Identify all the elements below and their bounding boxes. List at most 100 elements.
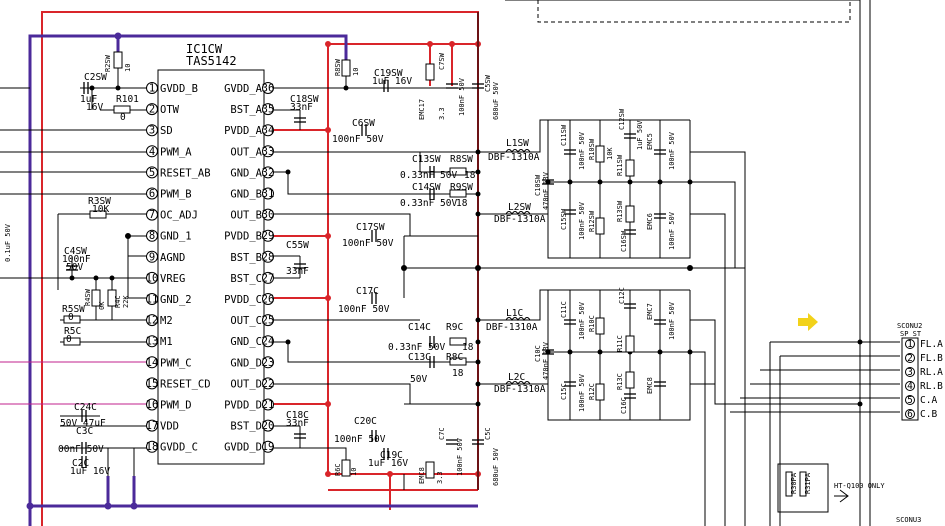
ic-right-pin-name: PVDD_A (224, 125, 263, 137)
ic-right-pin-circle (262, 145, 274, 158)
label-c19sw: C19SW (374, 68, 403, 79)
ic-right-pin-name: GND_B (230, 189, 262, 201)
label-c13sw: C13SW (412, 154, 441, 165)
label-c24c: C24C (74, 402, 97, 413)
ic-left-pin-circle (146, 314, 158, 327)
ic-left-pin-name: M2 (160, 315, 173, 327)
label-r12c: R12C (588, 383, 596, 400)
label-emc17: EMC17 (418, 99, 426, 120)
ic-right-pin-name: GVDD_D (224, 442, 262, 454)
capacitor-c4sw (66, 265, 78, 271)
label-c17sw-value: 100nF 50V (342, 238, 394, 249)
ic-right-pin-circle (262, 103, 274, 116)
capacitor-c12sw (624, 133, 636, 139)
connector-bottom: SCONU3 (896, 516, 921, 524)
wire-junctions (69, 85, 863, 407)
label-c14c-value: 0.33nF 50V (388, 342, 445, 353)
label-c11c-value: 100nF 50V (578, 301, 586, 340)
ic-right-pin-number: 31 (262, 188, 275, 200)
ic-left-pin-circle (146, 124, 158, 137)
label-c4sw-value: 100nF (62, 254, 91, 265)
components (63, 51, 635, 479)
resistor-r4sw (91, 289, 101, 307)
label-c7sw: C7SW (438, 52, 446, 70)
label-r10sw-value: 10K (606, 147, 614, 160)
label-r2sw-value: 10 (124, 64, 132, 72)
capacitor-c15c (564, 381, 576, 387)
ic-right-pin-circle (262, 440, 274, 453)
label-r12sw: R12SW (588, 210, 596, 232)
label-c12sw: C12SW (618, 108, 626, 130)
label-r11sw: R11SW (616, 154, 624, 176)
label-r5c-value: 0 (66, 334, 72, 345)
ic-right-pin-name: GVDD_A (224, 83, 263, 95)
label-emc8b: EMC8 (646, 377, 654, 394)
label-c17c: C17C (356, 286, 379, 297)
label-c20c-value: 100nF 50V (334, 434, 386, 445)
connector-pin-circle (905, 409, 915, 419)
resistor-r11c (625, 335, 635, 353)
inductor-l2sw (505, 211, 531, 215)
label-c13c: C13C (408, 352, 431, 363)
ic-left-pin-name: GND_1 (160, 231, 192, 243)
label-c5c-value: 680uF 50V (492, 447, 500, 486)
resistor-r10sw (595, 145, 605, 163)
capacitor-c20c (371, 430, 377, 442)
ic-right-pin-number: 22 (262, 378, 275, 390)
ic-left-pin-name: M1 (160, 336, 173, 348)
resistor-r8sw (341, 59, 351, 77)
capacitor-c17c (371, 292, 377, 304)
resistor-r8c (449, 357, 467, 366)
label-c13sw-value: 0.33nF 50V (400, 170, 457, 181)
ic-left-pin-name: PWM_B (160, 189, 192, 201)
ic-left-pin-name: RESET_CD (160, 378, 211, 390)
label-c12sw-value: 1uF 50V (636, 120, 644, 150)
ic-left-pin-name: GVDD_C (160, 442, 198, 454)
ic-right-pin-name: OUT_C (230, 315, 262, 327)
ic-left-pin-number: 4 (149, 146, 155, 158)
connector-pin-label: FL.A (920, 339, 943, 350)
label-c16sw: C16SW (620, 230, 628, 252)
ic-right-pin-circle (262, 356, 274, 369)
ic-left-pin-number: 11 (146, 294, 159, 306)
label-r5sw: R5SW (62, 304, 85, 315)
connector-pin-number: 4 (907, 381, 913, 392)
ic-right-pin-circle (262, 208, 274, 221)
capacitor-emc7 (654, 319, 666, 325)
label-emc8-value: 3.3 (436, 471, 444, 484)
resistor-r5c (63, 337, 81, 346)
label-emc7-value: 100nF 50V (668, 301, 676, 340)
capacitor-c19sw (383, 80, 389, 92)
resistor-r6c (341, 459, 351, 477)
label-c4sw: C4SW (64, 246, 87, 257)
label-r2sw: R2SW (104, 54, 112, 72)
label-c10sw-value: 470nF 63V (542, 171, 550, 210)
ic-left-pin-number: 16 (146, 399, 159, 411)
ic-left-pin-number: 3 (149, 125, 155, 137)
ic-left-pin-number: 2 (149, 104, 155, 116)
label-c2sw-value: 1uF (80, 94, 97, 105)
label-c15sw: C15SW (560, 208, 568, 230)
ic-left-pin-circle (146, 103, 158, 116)
capacitor-c17sw (371, 230, 377, 242)
label-r4c-value: 22K (122, 295, 130, 308)
ic-left-pin-number: 17 (146, 420, 159, 432)
ht-q100-note: HT-Q100 ONLY (834, 482, 885, 490)
ic-left-pin-number: 5 (149, 167, 155, 179)
ic-left-pin-number: 9 (149, 251, 155, 263)
resistor-r11sw (625, 159, 635, 177)
label-r8sw-value: 10 (352, 68, 360, 76)
label-c55w-value: 33nF (286, 266, 309, 277)
label-r10sw: R10SW (588, 138, 596, 160)
ic-right-pin-name: GND_A (230, 167, 262, 179)
ic-left-pin-number: 1 (149, 83, 155, 95)
label-c2c-value: 1uF 16V (70, 466, 110, 477)
ic-right-pin-circle (262, 187, 274, 200)
resistor-r13c (625, 371, 635, 389)
capacitor-c13c (429, 356, 435, 368)
resistor-r13sw (625, 205, 635, 223)
label-r3sw-value: 10K (92, 204, 109, 215)
label-c15c: C15C (560, 383, 568, 400)
